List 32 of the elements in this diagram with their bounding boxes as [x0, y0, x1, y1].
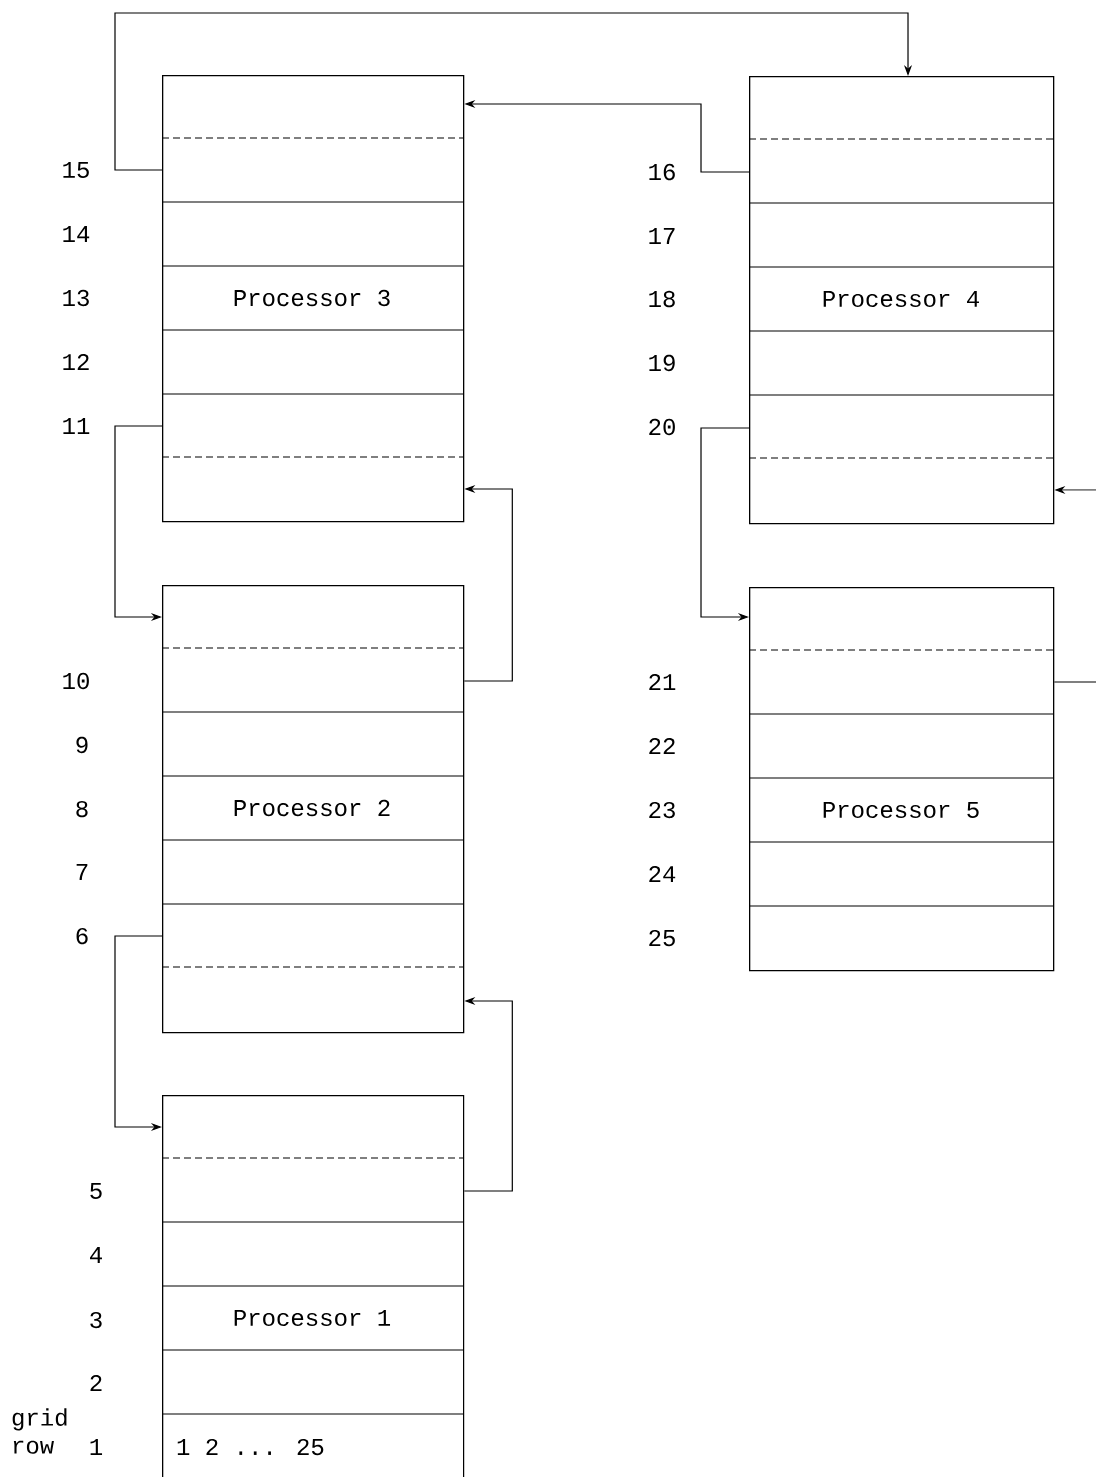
row-number: 12: [63, 354, 89, 371]
row-number: 10: [63, 672, 89, 690]
axis-label: grid row: [12, 1408, 67, 1454]
row-number: 25: [649, 929, 675, 947]
row-number: 14: [63, 226, 90, 242]
row-number: 13: [63, 289, 89, 307]
row-number: 3: [90, 1311, 102, 1329]
row-number: 2: [90, 1375, 102, 1392]
row-number: 1: [90, 1439, 103, 1455]
row-number: 19: [649, 354, 675, 372]
row-number: 6: [76, 927, 88, 945]
row-number: 11: [63, 418, 90, 434]
processor-block: Processor 4: [748, 76, 1055, 525]
row-number: 15: [63, 162, 89, 179]
row-number: 7: [76, 864, 88, 880]
row-number: 20: [649, 418, 675, 436]
row-number: 5: [90, 1183, 102, 1200]
row-number: 21: [649, 674, 676, 691]
processor-block: Processor 3: [161, 75, 465, 523]
row-number: 22: [649, 738, 675, 755]
column-numbers: 1 2 ... 25: [177, 1438, 324, 1456]
row-number: 18: [649, 290, 675, 308]
processor-block: Processor 2: [161, 585, 465, 1034]
row-number: 16: [649, 163, 675, 181]
row-number: 23: [649, 801, 675, 819]
row-number: 8: [76, 800, 88, 818]
arrow: [114, 12, 913, 171]
row-number: 9: [76, 736, 88, 754]
processor-block: Processor 5: [748, 587, 1055, 972]
row-number: 4: [90, 1247, 102, 1263]
row-number: 24: [649, 866, 676, 883]
row-number: 17: [649, 228, 675, 244]
